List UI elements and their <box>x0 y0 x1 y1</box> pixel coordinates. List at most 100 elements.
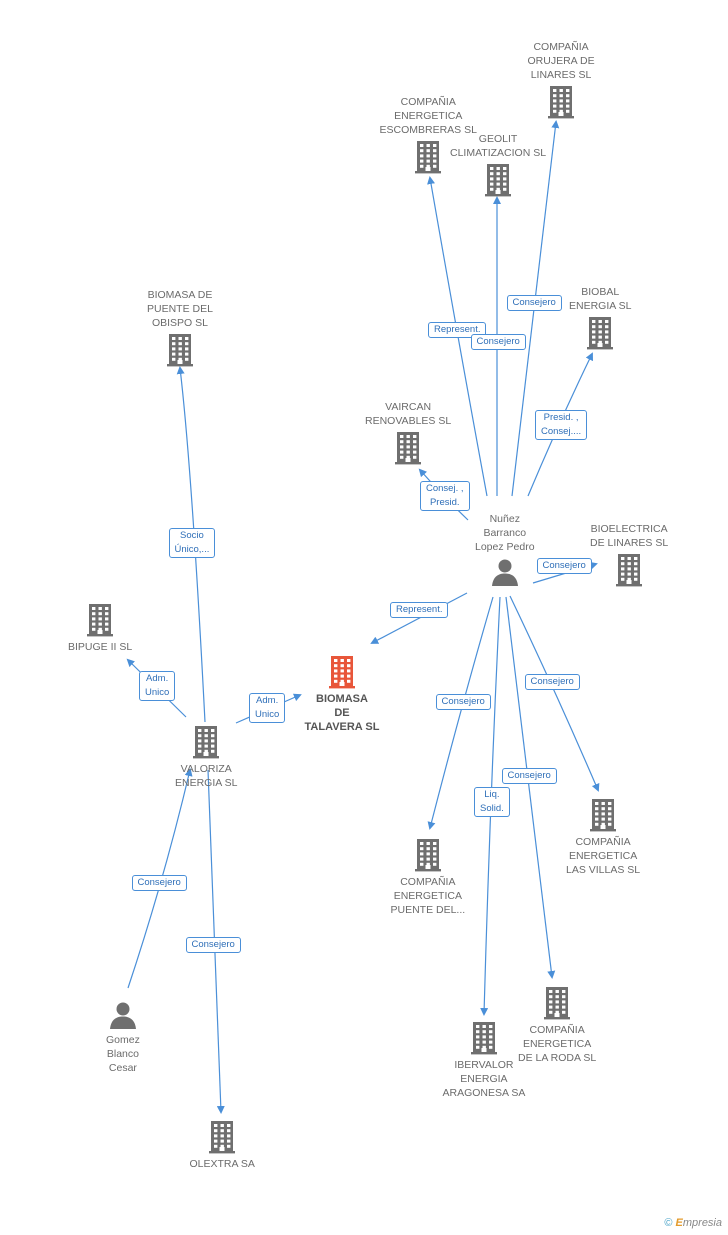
node-label-line: COMPAÑIA <box>400 96 456 108</box>
relationship-label-line: Adm. <box>146 673 169 684</box>
relationship-label[interactable]: Consej. ,Presid. <box>420 481 470 511</box>
node-label-line: Gomez <box>106 1034 140 1046</box>
building-icon <box>450 163 546 197</box>
node-label-line: ENERGIA <box>460 1073 508 1085</box>
relationship-label[interactable]: Represent. <box>390 602 449 618</box>
relationship-edge <box>427 176 488 497</box>
building-icon <box>305 655 380 689</box>
company-node[interactable]: BIPUGE II SL <box>68 603 132 654</box>
node-label-line: COMPAÑIA <box>575 836 631 848</box>
relationship-label[interactable]: Consejero <box>131 875 187 891</box>
node-label: IBERVALOR ENERGIA ARAGONESA SA <box>443 1058 526 1100</box>
node-label-line: VALORIZA <box>180 763 232 775</box>
node-label: BIOBAL ENERGIA SL <box>569 285 631 313</box>
relationship-label-line: Consej.... <box>541 426 582 437</box>
node-label-line: COMPAÑIA <box>533 41 589 53</box>
relationship-label[interactable]: Consejero <box>470 334 526 350</box>
company-node[interactable]: GEOLIT CLIMATIZACION SL <box>450 132 546 197</box>
node-label: BIOMASA DE PUENTE DEL OBISPO SL <box>147 288 213 330</box>
relationship-label[interactable]: Consejero <box>524 674 580 690</box>
relationship-label-line: Consejero <box>512 297 556 308</box>
building-icon <box>566 798 640 832</box>
relationship-label-line: Unico <box>255 709 280 720</box>
relationship-label[interactable]: Adm.Unico <box>139 671 176 701</box>
node-label-line: ENERGIA SL <box>569 300 632 312</box>
node-label-line: COMPAÑIA <box>400 876 456 888</box>
node-label-line: BIOMASA DE <box>147 289 213 301</box>
relationship-label-line: Represent. <box>434 324 481 335</box>
relationship-label-line: Adm. <box>256 695 279 706</box>
relationship-label[interactable]: Presid. , Consej.... <box>535 410 588 440</box>
node-label-line: DE <box>334 707 350 719</box>
node-label-line: BIPUGE II SL <box>68 641 133 653</box>
relationship-label-line: Solid. <box>480 803 504 814</box>
footer-brand[interactable]: © Empresia <box>664 1217 722 1229</box>
node-label-line: IBERVALOR <box>454 1059 514 1071</box>
relationship-label-line: Presid. , <box>543 412 579 423</box>
relationship-label-line: Consejero <box>476 336 520 347</box>
company-node[interactable]: OLEXTRA SA <box>190 1120 255 1171</box>
relationship-label-line: Consejero <box>441 696 485 707</box>
node-label-line: PUENTE DEL <box>147 303 213 315</box>
relationship-label-line: Represent. <box>396 604 443 615</box>
relationship-edge <box>509 595 600 792</box>
relationship-label-line: Consejero <box>137 877 181 888</box>
node-label-line: OBISPO SL <box>151 317 208 329</box>
node-label-line: Lopez Pedro <box>475 541 535 553</box>
node-label-line: DE LINARES SL <box>590 537 669 549</box>
node-label-line: GEOLIT <box>478 133 518 145</box>
person-icon <box>475 557 535 587</box>
relationship-label-line: Presid. <box>429 497 460 508</box>
relationship-label[interactable]: Consejero <box>506 295 562 311</box>
relationship-label[interactable]: Liq.Solid. <box>474 787 510 817</box>
company-node[interactable]: BIOMASA DE PUENTE DEL OBISPO SL <box>147 288 213 367</box>
company-node[interactable]: BIOBAL ENERGIA SL <box>569 285 631 350</box>
copyright-symbol: © <box>664 1217 673 1229</box>
node-label-line: BIOBAL <box>581 286 620 298</box>
building-icon <box>380 140 477 174</box>
node-label-line: CLIMATIZACION SL <box>450 147 547 159</box>
node-label-line: ARAGONESA SA <box>442 1087 526 1099</box>
node-label-line: BIOMASA <box>316 693 368 705</box>
building-icon <box>365 431 451 465</box>
building-icon <box>147 333 213 367</box>
relationship-label[interactable]: Consejero <box>536 558 592 574</box>
building-icon <box>443 1021 526 1055</box>
relationship-label[interactable]: Consejero <box>435 694 491 710</box>
relationship-label-line: Consejero <box>530 676 574 687</box>
relationship-label-line: Único,... <box>174 544 210 555</box>
relationship-label[interactable]: Consejero <box>185 937 241 953</box>
node-label: GEOLIT CLIMATIZACION SL <box>450 132 546 160</box>
node-label-line: ENERGETICA <box>394 110 463 122</box>
relationship-label[interactable]: Adm. Unico <box>249 693 286 723</box>
node-label-line: ENERGETICA <box>393 890 462 902</box>
building-icon <box>518 986 596 1020</box>
relationship-label-line: Consejero <box>191 939 235 950</box>
node-label-line: Barranco <box>483 527 527 539</box>
relationship-label[interactable]: Consejero <box>501 768 557 784</box>
relationship-label-line: Consejero <box>542 560 586 571</box>
node-label: OLEXTRA SA <box>190 1157 255 1171</box>
company-node[interactable]: IBERVALOR ENERGIA ARAGONESA SA <box>443 1021 526 1100</box>
node-label-line: Blanco <box>106 1048 139 1060</box>
